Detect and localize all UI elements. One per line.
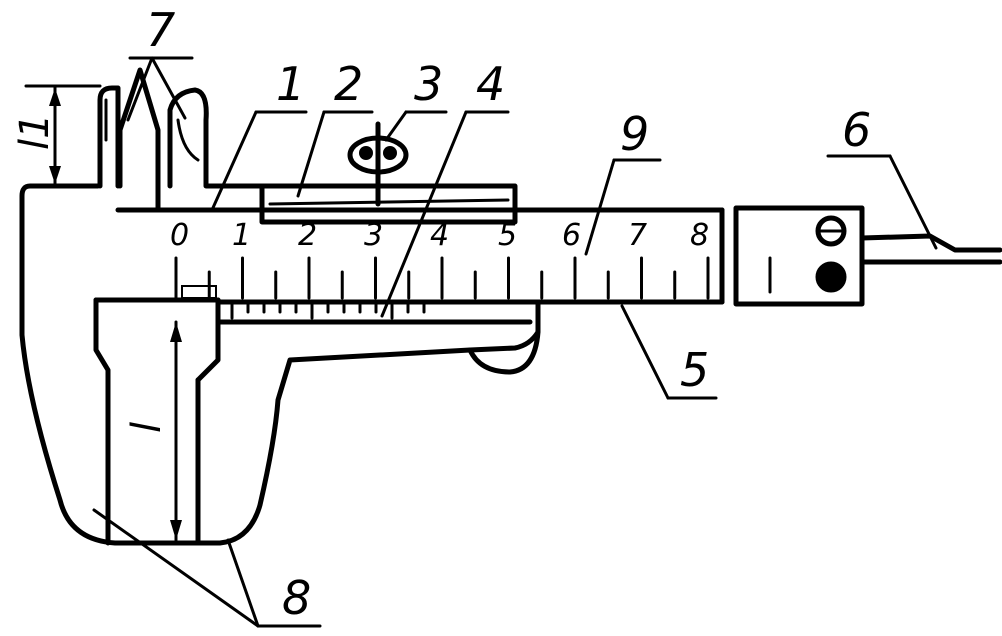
clamp-screw-icon [347, 121, 409, 207]
callout-3: 3 [384, 57, 448, 142]
scale-number-2: 2 [298, 218, 317, 253]
callout-2: 2 [296, 57, 374, 198]
callout-number-9: 9 [620, 107, 649, 161]
scale-number-0: 0 [170, 218, 189, 253]
main-scale-numbers: 0 1 2 3 4 5 6 7 8 [170, 218, 709, 253]
clamp-plate [259, 183, 518, 225]
scale-number-4: 4 [430, 218, 449, 253]
callout-number-3: 3 [414, 57, 443, 111]
lower-jaw-movable [195, 297, 221, 543]
dimension-l: l [124, 320, 182, 542]
callout-number-1: 1 [276, 57, 305, 111]
screw-icon-lower [815, 261, 847, 293]
vernier-scale-ticks [230, 300, 426, 320]
upper-jaw-fixed [97, 85, 121, 189]
main-scale-ticks [174, 256, 710, 300]
callout-number-2: 2 [334, 57, 363, 111]
callout-4: 4 [380, 57, 510, 318]
callout-number-5: 5 [680, 343, 709, 397]
dimension-label-l: l [124, 422, 170, 433]
callout-number-6: 6 [842, 103, 871, 157]
lower-jaw-fixed [93, 297, 221, 546]
callout-number-4: 4 [476, 57, 505, 111]
main-beam [195, 207, 725, 305]
scale-number-8: 8 [690, 218, 709, 253]
callout-8: 8 [92, 508, 322, 628]
scale-number-5: 5 [498, 218, 517, 253]
depth-rod [859, 233, 1002, 265]
vernier-frame [215, 299, 541, 375]
callout-9: 9 [584, 107, 662, 256]
dimension-l1: l1 [12, 84, 102, 188]
callout-1: 1 [210, 57, 308, 212]
scale-number-1: 1 [232, 218, 251, 253]
screw-icon-upper [815, 215, 847, 247]
dimension-label-l1: l1 [12, 113, 58, 150]
callout-5: 5 [620, 304, 718, 400]
scale-number-7: 7 [628, 218, 647, 253]
scale-number-6: 6 [562, 218, 581, 253]
zero-mark-label [181, 285, 217, 299]
callout-number-7: 7 [146, 3, 175, 57]
upper-jaw-movable [117, 67, 265, 213]
scale-number-3: 3 [364, 218, 383, 253]
callout-7: 7 [126, 3, 194, 122]
callout-number-8: 8 [282, 571, 311, 625]
beam-end-segment [733, 205, 865, 307]
callout-6: 6 [826, 103, 938, 250]
